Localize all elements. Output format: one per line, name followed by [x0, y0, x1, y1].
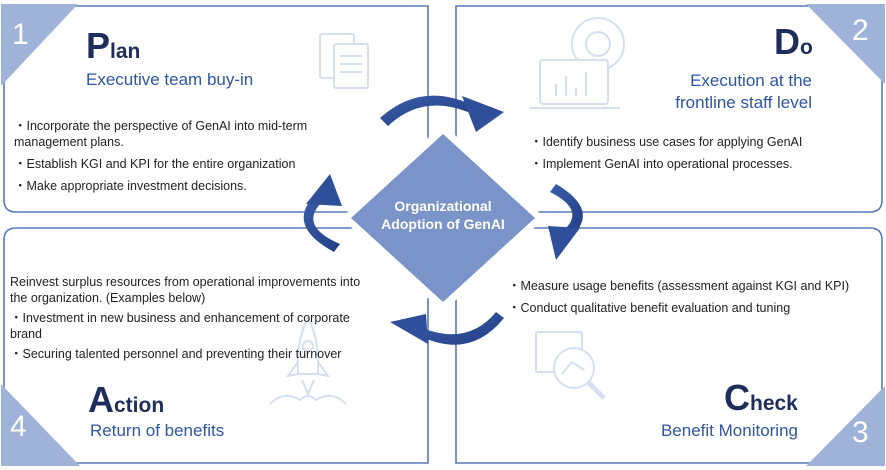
plan-title-rest: lan	[110, 40, 141, 63]
action-corner	[1, 384, 80, 466]
documents-icon	[319, 33, 369, 89]
plan-number: 1	[12, 18, 29, 51]
do-bullet: ・Identify business use cases for applyin…	[530, 135, 803, 149]
check-bullet: ・Measure usage benefits (assessment agai…	[508, 279, 850, 293]
do-corner	[806, 4, 885, 84]
plan-title: Plan	[86, 28, 140, 64]
action-title: Action	[88, 382, 164, 418]
check-bullet: ・Conduct qualitative benefit evaluation …	[508, 301, 791, 315]
center-diamond	[351, 134, 535, 302]
plan-panel	[1, 4, 429, 213]
plan-bullet: ・Establish KGI and KPI for the entire or…	[14, 157, 296, 171]
plan-title-initial: P	[86, 25, 111, 66]
do-panel	[455, 4, 885, 213]
do-number: 2	[852, 14, 869, 47]
arrow-action-to-plan	[303, 174, 342, 252]
check-number: 3	[852, 416, 869, 449]
do-title-rest: o	[800, 36, 813, 59]
action-number: 4	[10, 410, 27, 443]
check-title: Check	[724, 380, 798, 416]
magnifier-chart-icon	[535, 331, 606, 400]
plan-subtitle: Executive team buy-in	[86, 70, 254, 89]
action-subtitle: Return of benefits	[90, 421, 225, 440]
do-subtitle: Execution at the frontline staff level	[620, 70, 812, 114]
do-title: Do	[774, 24, 813, 60]
check-bullets: ・Measure usage benefits (assessment agai…	[508, 278, 878, 322]
check-panel	[455, 227, 885, 466]
arrow-plan-to-do	[380, 95, 504, 132]
check-corner	[806, 386, 885, 466]
arrow-check-to-action	[390, 312, 504, 345]
check-subtitle: Benefit Monitoring	[660, 421, 798, 440]
center-label-line1: Organizational	[394, 198, 492, 214]
action-title-rest: ction	[114, 394, 165, 417]
do-title-initial: D	[774, 21, 800, 62]
do-bullet: ・Implement GenAI into operational proces…	[530, 157, 793, 171]
action-bullet: ・Securing talented personnel and prevent…	[10, 347, 342, 361]
plan-bullets: ・Incorporate the perspective of GenAI in…	[14, 118, 354, 200]
do-subtitle-line2: frontline staff level	[675, 93, 812, 112]
do-bullets: ・Identify business use cases for applyin…	[530, 134, 870, 178]
action-intro: Reinvest surplus resources from operatio…	[10, 275, 361, 305]
action-bullets: ・Investment in new business and enhancem…	[10, 310, 380, 362]
plan-corner	[1, 4, 78, 86]
action-bullet: ・Investment in new business and enhancem…	[10, 311, 350, 341]
laptop-gear-icon	[530, 17, 625, 109]
plan-bullet: ・Make appropriate investment decisions.	[14, 179, 247, 193]
check-title-rest: heck	[750, 392, 798, 415]
check-title-initial: C	[724, 377, 750, 418]
center-label-line2: Adoption of GenAI	[381, 216, 505, 232]
arrow-do-to-check	[548, 184, 583, 260]
action-title-initial: A	[88, 379, 114, 420]
action-text: Reinvest surplus resources from operatio…	[10, 274, 380, 366]
rocket-icon	[269, 315, 347, 405]
do-subtitle-line1: Execution at the	[690, 71, 812, 90]
plan-bullet: ・Incorporate the perspective of GenAI in…	[14, 119, 308, 149]
center-label: Organizational Adoption of GenAI	[350, 197, 536, 233]
